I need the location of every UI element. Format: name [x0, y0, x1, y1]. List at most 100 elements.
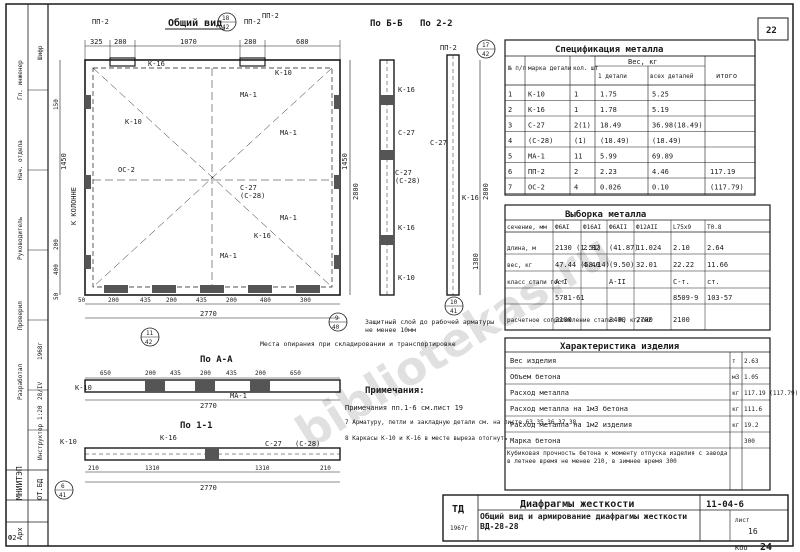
spec-cell: 2 — [508, 106, 512, 114]
svg-text:МА-1: МА-1 — [220, 252, 237, 260]
section-bb: К-16 С-27 К-16 К-10 С-27 (С-28) — [379, 59, 420, 296]
characteristics-value: 19.2 — [744, 422, 759, 429]
page-number: 24 — [760, 542, 772, 552]
svg-text:К-10: К-10 — [275, 69, 292, 77]
vyborka-cell: вес, кг — [507, 262, 532, 269]
characteristics-value: 2.63 — [744, 358, 759, 365]
svg-text:марка детали: марка детали — [528, 65, 572, 72]
characteristics-unit: кг — [732, 406, 739, 413]
section-22: ПП-2 С-27 К-16 2800 1380 — [430, 44, 490, 296]
svg-text:С-27: С-27 — [240, 184, 257, 192]
spec-cell: 4 — [574, 184, 578, 192]
panel-general-view — [84, 57, 341, 296]
left-dimensions: 1450 150 200 400 50 — [53, 60, 68, 300]
spec-cell: 1 — [574, 106, 578, 114]
vyborka-cell: 2100 — [555, 316, 572, 324]
svg-text:9: 9 — [335, 315, 339, 322]
svg-text:кол. шт: кол. шт — [573, 65, 599, 72]
svg-text:280: 280 — [114, 38, 127, 46]
characteristics-unit: м3 — [732, 374, 740, 381]
section-11: К-10 К-16 С-27 (С-28) 210 1310 1310 210 … — [60, 434, 341, 492]
characteristics-label: Объем бетона — [510, 373, 561, 381]
svg-text:С-27: С-27 — [430, 139, 447, 147]
svg-text:210: 210 — [88, 465, 99, 472]
spec-cell: 117.19 — [710, 168, 735, 176]
svg-text:1310: 1310 — [145, 465, 160, 472]
svg-text:МА-1: МА-1 — [280, 214, 297, 222]
sidebar-date: 28/IV — [37, 382, 44, 400]
svg-text:МА-1: МА-1 — [240, 91, 257, 99]
vyborka-header: Ф16АI — [583, 224, 601, 231]
svg-text:К-16: К-16 — [148, 60, 165, 68]
svg-text:200: 200 — [255, 370, 266, 377]
general-view-labels: К-16 К-10 К-10 ОС-2 МА-1 МА-1 МА-1 МА-1 … — [70, 12, 297, 260]
spec-cell: (117.79) — [710, 184, 744, 192]
vyborka-header: сечение, мм — [507, 224, 547, 231]
sidebar-year: 1968г — [37, 342, 44, 360]
svg-text:150: 150 — [53, 99, 60, 110]
svg-text:ОС-2: ОС-2 — [118, 166, 135, 174]
vyborka-cell: А-I — [555, 278, 568, 286]
notes-title: Примечания: — [365, 386, 425, 396]
characteristics-unit: кг — [732, 422, 739, 429]
svg-text:1310: 1310 — [255, 465, 270, 472]
spec-cell: 11 — [574, 153, 582, 161]
svg-text:МА-1: МА-1 — [280, 129, 297, 137]
spec-cell: 18.49 — [600, 122, 621, 130]
vyborka-cell: расчетное сопротивление стали: R, кг/см2 — [507, 317, 652, 324]
spec-cell: ПП-2 — [528, 168, 545, 176]
svg-text:К-16: К-16 — [254, 232, 271, 240]
sheet-number: 22 — [766, 26, 777, 36]
svg-text:1070: 1070 — [180, 38, 197, 46]
vyborka-cell: (41.87) — [609, 244, 639, 252]
svg-text:50: 50 — [78, 297, 86, 304]
page-mark-left: Ф2 — [8, 534, 16, 542]
svg-text:18: 18 — [222, 15, 230, 22]
characteristics-label: Расход металла на 1м2 изделия — [510, 421, 632, 429]
view-title-aa: По А-А — [200, 355, 233, 365]
svg-text:650: 650 — [290, 370, 301, 377]
title-sheet-label: лист — [735, 517, 750, 524]
sidebar-head: Руководитель — [17, 216, 24, 260]
svg-text:1 детали: 1 детали — [598, 73, 627, 80]
spec-cell: 5.25 — [652, 91, 669, 99]
view-title-general: Общий вид — [168, 17, 222, 29]
svg-text:435: 435 — [140, 297, 151, 304]
svg-text:200: 200 — [226, 297, 237, 304]
characteristics-value: 111.6 — [744, 406, 762, 413]
vyborka-cell: класс стали гост — [507, 279, 565, 286]
spec-cell: 2 — [574, 168, 578, 176]
sidebar-labels: Арх МНИИТЭП ОТ.БД Инструктор Разработал … — [15, 45, 44, 540]
svg-text:300: 300 — [300, 297, 311, 304]
vyborka-cell: 2100 — [673, 316, 690, 324]
svg-text:200: 200 — [53, 239, 60, 250]
sidebar-org: МНИИТЭП — [15, 466, 24, 500]
svg-text:1380: 1380 — [472, 253, 480, 270]
svg-text:480: 480 — [260, 297, 271, 304]
sidebar-dept: ОТ.БД — [36, 478, 44, 500]
vyborka-table: Выборка металла — [504, 204, 771, 331]
spec-cell: 2(1) — [574, 122, 591, 130]
svg-text:210: 210 — [320, 465, 331, 472]
callout-6-41: 6 41 — [54, 480, 74, 500]
svg-text:К-10: К-10 — [398, 274, 415, 282]
view-title-bb: По Б-Б — [370, 19, 403, 29]
spec-cell: 1 — [574, 91, 578, 99]
vyborka-cell: 5781-61 — [555, 294, 585, 302]
svg-text:42: 42 — [222, 24, 230, 31]
vyborka-cell: 103-57 — [707, 294, 732, 302]
svg-text:1450: 1450 — [341, 153, 349, 170]
sidebar-instructor: Инструктор — [37, 423, 44, 460]
svg-text:200: 200 — [145, 370, 156, 377]
spec-cell: (1) — [574, 137, 587, 145]
svg-text:К-10: К-10 — [60, 438, 77, 446]
vyborka-header: L75х9 — [673, 224, 691, 231]
characteristics-value: 1.05 — [744, 374, 759, 381]
spec-cell: 4 — [508, 137, 512, 145]
svg-text:С-27: С-27 — [265, 440, 282, 448]
svg-text:(С-28): (С-28) — [395, 177, 420, 185]
svg-text:325: 325 — [90, 38, 103, 46]
note-1: Примечания пп.1-6 см.лист 19 — [345, 404, 463, 412]
spec-cell: ОС-2 — [528, 184, 545, 192]
